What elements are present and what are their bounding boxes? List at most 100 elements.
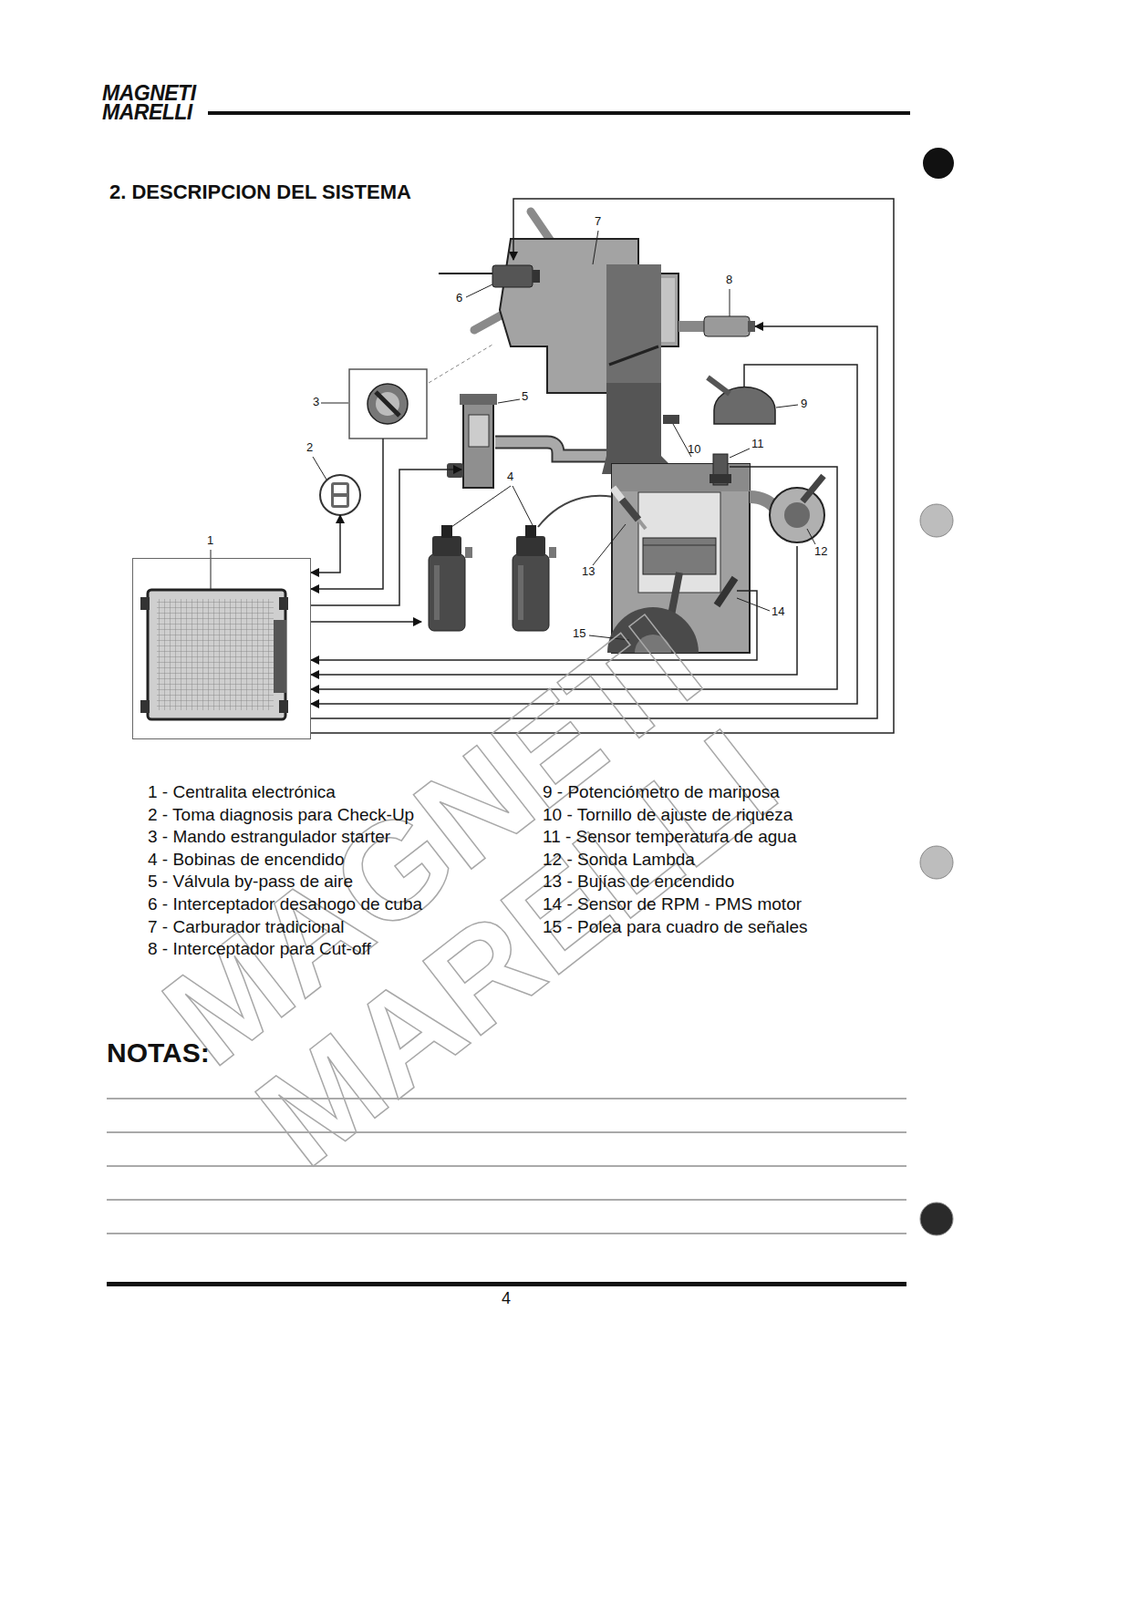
lambda-node: 12	[766, 484, 829, 547]
carburettor	[474, 211, 705, 394]
note-line	[106, 1233, 907, 1235]
engine-block	[611, 464, 750, 492]
temperature-sensor	[709, 474, 732, 484]
page-rule	[106, 1282, 907, 1287]
leader-line	[592, 230, 599, 265]
wire-connector	[310, 438, 384, 590]
coil-group-node: 4	[421, 525, 557, 632]
temp-sensor-node: 11	[709, 451, 730, 488]
vent-interceptor	[438, 272, 493, 275]
mixture-screw	[662, 414, 680, 425]
note-line	[106, 1200, 907, 1202]
lambda-probe	[784, 502, 810, 529]
punch-hole	[922, 147, 954, 179]
parts-list-item: 9 - Potenciómetro de mariposa	[542, 782, 780, 803]
callout-number: 14	[771, 605, 785, 619]
ignition-coil	[525, 525, 537, 539]
wire-connector	[310, 469, 462, 606]
lambda-probe	[769, 487, 825, 543]
leader-line	[736, 598, 770, 612]
cutoff-interceptor	[704, 316, 756, 337]
starter-node: 3	[349, 369, 427, 439]
starter-control	[349, 369, 427, 439]
bypass-valve	[463, 401, 494, 488]
leader-line	[729, 289, 731, 317]
callout-number: 3	[312, 395, 320, 409]
carburettor	[609, 346, 659, 365]
dashed-link	[428, 344, 493, 384]
note-line	[106, 1132, 907, 1134]
spark-plug	[638, 519, 646, 529]
callout-number: 12	[814, 545, 828, 559]
cutoff-interceptor	[747, 321, 756, 332]
bypass-valve-node: 5	[461, 393, 496, 490]
parts-list-item: 7 - Carburador tradicional	[147, 917, 344, 938]
bypass-valve	[459, 393, 498, 405]
parts-list-item: 3 - Mando estrangulador starter	[147, 827, 391, 848]
spark-plug	[612, 487, 646, 529]
ecu-unit	[156, 599, 274, 711]
callout-number: 1	[207, 534, 214, 548]
cutoff-node: 8	[704, 316, 756, 337]
starter-control	[375, 392, 400, 416]
wire-connector	[310, 621, 422, 623]
ecu-unit	[147, 590, 286, 720]
ignition-coil	[512, 554, 549, 632]
ignition-coil	[432, 536, 462, 557]
leader-line	[592, 524, 626, 566]
engine-block	[642, 538, 716, 575]
wire-connector	[310, 515, 341, 573]
notes-heading: NOTAS:	[106, 1037, 210, 1070]
parts-list-item: 8 - Interceptador para Cut-off	[147, 939, 372, 960]
vent-interceptor	[532, 269, 540, 283]
ignition-coil	[441, 525, 453, 539]
note-line	[106, 1166, 907, 1168]
callout-number: 10	[687, 443, 701, 457]
engine-block	[642, 545, 716, 547]
callout-number: 15	[572, 627, 586, 642]
diagnosis-socket	[320, 475, 361, 516]
punch-hole	[920, 846, 953, 880]
diagnosis-socket	[331, 482, 350, 508]
callout-number: 2	[306, 441, 313, 455]
parts-list-item: 10 - Tornillo de ajuste de riqueza	[542, 805, 793, 826]
punch-hole	[920, 147, 954, 1236]
ignition-coil	[516, 536, 546, 557]
leader-line	[776, 404, 798, 408]
parts-list-item: 5 - Válvula by-pass de aire	[147, 871, 353, 892]
intake-manifold	[601, 383, 680, 475]
ht-wire	[538, 496, 624, 528]
interceptor-node: 6	[489, 259, 539, 292]
ignition-coil	[428, 525, 557, 632]
page-number: 4	[501, 1289, 511, 1309]
callout-number: 13	[581, 565, 595, 580]
ignition-coil	[548, 547, 557, 559]
air-pipe	[495, 442, 613, 456]
ecu-unit	[140, 597, 150, 611]
ignition-coil	[517, 565, 524, 621]
starter-control	[367, 383, 408, 425]
callout-number: 9	[800, 397, 808, 411]
leader-line	[807, 528, 816, 545]
ecu-box: 1	[132, 558, 311, 740]
callout-number: 5	[521, 390, 529, 404]
leader-line	[451, 486, 511, 528]
bypass-valve	[446, 393, 498, 488]
carburettor	[499, 238, 679, 394]
wire-connector	[310, 546, 798, 675]
carburettor	[606, 264, 662, 384]
punch-hole	[920, 504, 953, 538]
ecu-unit	[279, 700, 289, 714]
callout-number: 8	[725, 273, 733, 287]
parts-list-item: 15 - Polea para cuadro de señales	[542, 917, 808, 938]
lambda-probe	[802, 476, 824, 502]
leader-line	[321, 403, 349, 404]
parts-list-item: 4 - Bobinas de encendido	[147, 849, 345, 871]
vent-interceptor	[492, 265, 533, 288]
air-pipe	[495, 442, 613, 456]
rpm-sensor-node: 14	[713, 574, 737, 607]
cutoff-interceptor	[704, 316, 750, 337]
callout-number: 11	[751, 437, 765, 451]
leader-line	[512, 486, 534, 528]
parts-list-item: 1 - Centralita electrónica	[147, 782, 336, 803]
